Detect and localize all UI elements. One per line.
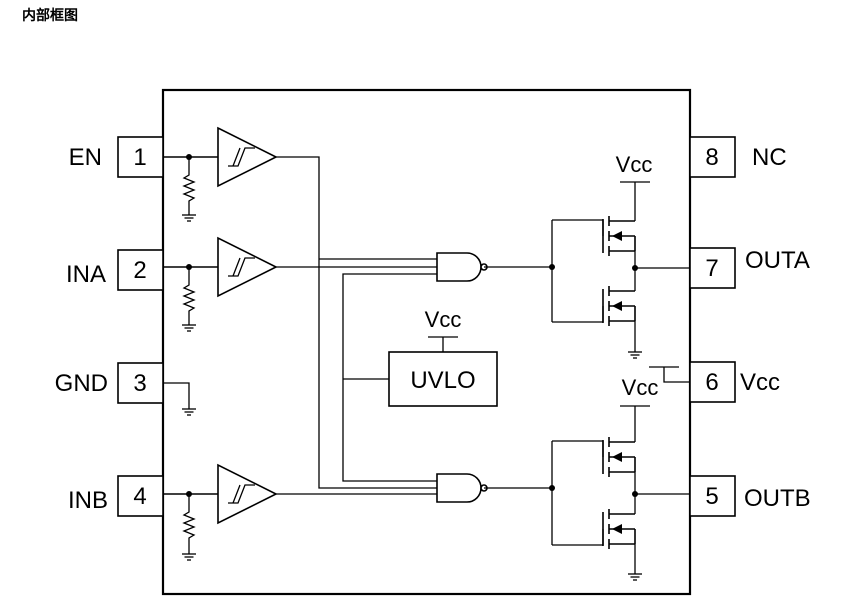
output-driver-a: Vcc [484,152,690,359]
pin-1-number: 1 [133,144,146,171]
driver-a-vcc-label: Vcc [616,152,653,177]
pin-7-number: 7 [705,255,718,282]
pin-1-label: EN [69,144,102,171]
chip-body [161,88,692,596]
pin-5-outb: 5 OUTB [689,475,811,517]
pin-7-outa: 7 OUTA [689,247,810,289]
logic-wiring [276,156,488,503]
pin-7-label: OUTA [745,247,810,274]
pin-5-label: OUTB [744,485,811,512]
driver-b-vcc-label: Vcc [622,375,659,400]
en-input-stage [163,127,277,222]
pin-3-label: GND [55,370,108,397]
pin-1-en: 1 EN [69,136,164,178]
pin-5-number: 5 [705,483,718,510]
gnd-internal [163,382,197,416]
pin-6-label: Vcc [740,369,780,396]
ina-input-stage [163,237,277,332]
pin-8-label: NC [752,144,787,171]
vcc-pin-internal [649,366,690,383]
uvlo-vcc-label: Vcc [425,307,462,332]
pin-8-number: 8 [705,144,718,171]
page-title: 内部框图 [22,8,78,24]
pin-8-nc: 8 NC [689,136,787,178]
pin-4-inb: 4 INB [68,475,164,517]
pin-4-number: 4 [133,483,146,510]
inb-input-stage [163,464,277,561]
uvlo-block: UVLO Vcc [388,307,498,407]
uvlo-label: UVLO [410,367,475,394]
pin-2-number: 2 [133,257,146,284]
pin-2-label: INA [66,261,106,288]
pin-4-label: INB [68,487,108,514]
pin-2-ina: 2 INA [66,249,164,291]
output-driver-b: Vcc [484,375,690,581]
pin-3-number: 3 [133,370,146,397]
pin-6-vcc: 6 Vcc [689,361,780,403]
pin-6-number: 6 [705,369,718,396]
pin-3-gnd: 3 GND [55,362,164,404]
